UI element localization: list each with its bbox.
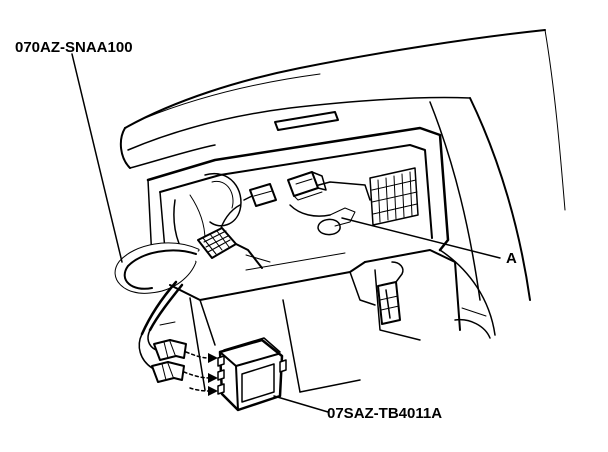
fuse-tap-lower: [151, 361, 185, 383]
vent-grille: [369, 167, 419, 226]
leader-unit: [273, 395, 329, 413]
insertion-arrows: [183, 351, 218, 396]
fuse-tap-plugs: [151, 339, 187, 383]
harness-connector-top: [219, 183, 277, 233]
leader-harness: [71, 53, 123, 263]
leader-lines: [71, 53, 501, 413]
fuse-tap-upper: [153, 339, 187, 361]
callout-a-label: A: [506, 250, 517, 267]
side-connector: [377, 261, 404, 325]
control-unit-box: [217, 337, 287, 412]
vehicle-connector-a: [287, 171, 327, 201]
harness-part-number-label: 070AZ-SNAA100: [15, 39, 133, 56]
lower-panel: [159, 249, 496, 393]
harness-connector-block: [197, 227, 271, 269]
wire-harness-cable: [114, 242, 200, 369]
leader-a: [341, 217, 501, 259]
dashboard-outline: [119, 29, 566, 301]
unit-part-number-label: 07SAZ-TB4011A: [327, 405, 442, 422]
